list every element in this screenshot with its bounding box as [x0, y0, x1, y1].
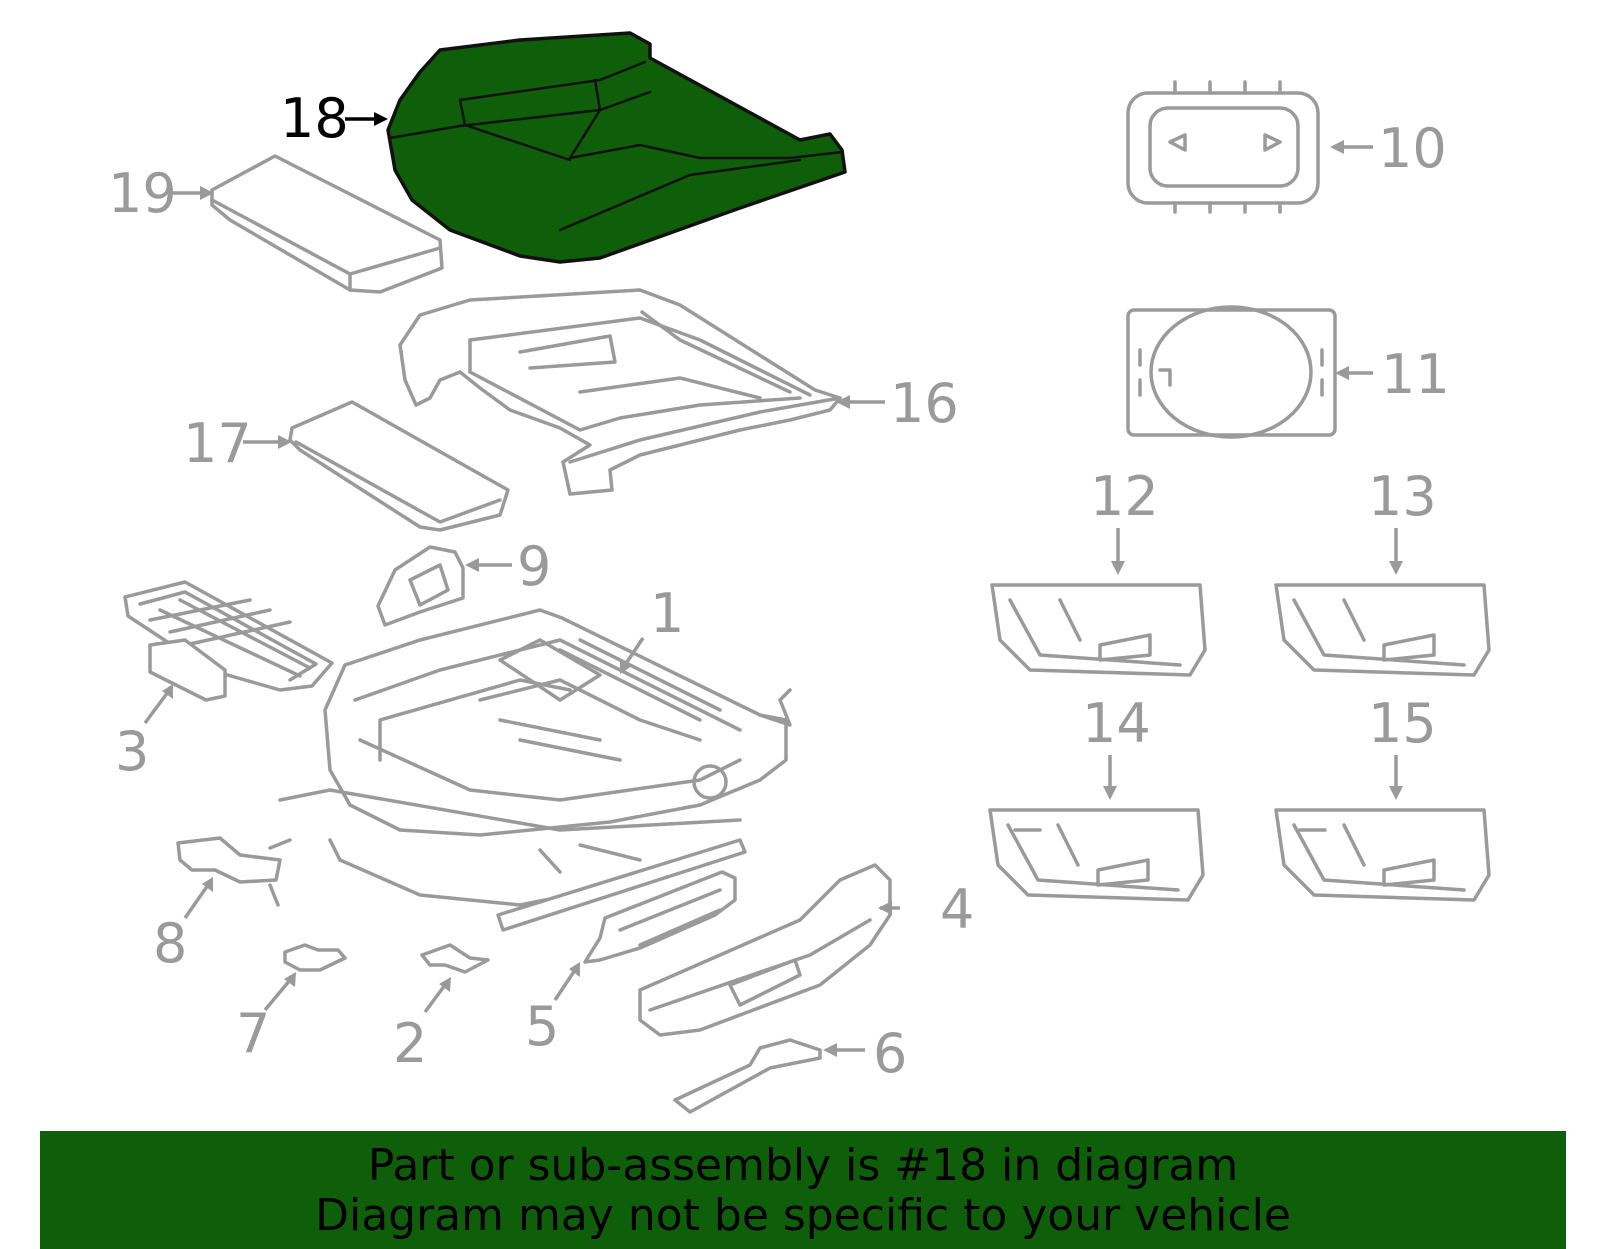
- part-3-panel[interactable]: [123, 580, 334, 702]
- callout-14: 14: [1082, 692, 1151, 755]
- part-5-side-trim[interactable]: [583, 870, 737, 964]
- part-8-bracket[interactable]: [176, 836, 292, 907]
- callout-9: 9: [517, 535, 551, 598]
- banner-line-1: Part or sub-assembly is #18 in diagram: [367, 1140, 1239, 1191]
- callout-10: 10: [1378, 117, 1447, 180]
- callout-12: 12: [1090, 465, 1159, 528]
- callout-11: 11: [1381, 343, 1450, 406]
- callout-3: 3: [115, 720, 149, 783]
- callout-6: 6: [873, 1022, 907, 1085]
- callout-16: 16: [890, 372, 959, 435]
- part-16-seat-frame[interactable]: [398, 288, 842, 496]
- callout-4: 4: [940, 878, 974, 941]
- callout-19: 19: [108, 162, 177, 225]
- callout-17: 17: [183, 412, 252, 475]
- part-11-switch-housing[interactable]: [1126, 305, 1337, 439]
- part-13-seat-switch[interactable]: [1274, 583, 1491, 677]
- callout-1: 1: [650, 582, 684, 645]
- callout-5: 5: [525, 995, 559, 1058]
- leader-arrows: [143, 112, 1403, 1057]
- part-2-clip[interactable]: [420, 943, 490, 974]
- callout-13: 13: [1368, 465, 1437, 528]
- callout-18: 18: [280, 87, 349, 150]
- part-14-seat-switch[interactable]: [988, 808, 1205, 902]
- part-6-trim-strip[interactable]: [673, 1038, 822, 1114]
- part-1-seat-frame-assembly[interactable]: [278, 608, 792, 932]
- info-banner: Part or sub-assembly is #18 in diagram D…: [40, 1131, 1566, 1249]
- callout-8: 8: [153, 912, 187, 975]
- banner-line-2: Diagram may not be specific to your vehi…: [315, 1190, 1291, 1241]
- part-9-bracket[interactable]: [376, 545, 465, 627]
- part-7-clip[interactable]: [283, 943, 347, 972]
- part-15-seat-switch[interactable]: [1274, 808, 1491, 902]
- part-17-pad[interactable]: [288, 400, 510, 532]
- callout-15: 15: [1368, 692, 1437, 755]
- part-10-switch-bezel[interactable]: [1126, 80, 1320, 214]
- callout-7: 7: [236, 1002, 270, 1065]
- part-4-side-cover[interactable]: [638, 863, 892, 1037]
- callout-2: 2: [393, 1012, 427, 1075]
- part-18-seat-cushion[interactable]: [386, 31, 847, 264]
- part-19-pad[interactable]: [210, 154, 444, 294]
- callout-labels: 18 19 10 11 16 17 12 13 9 1 14 15 3 4 8 …: [108, 87, 1450, 1085]
- part-12-seat-switch[interactable]: [990, 583, 1207, 677]
